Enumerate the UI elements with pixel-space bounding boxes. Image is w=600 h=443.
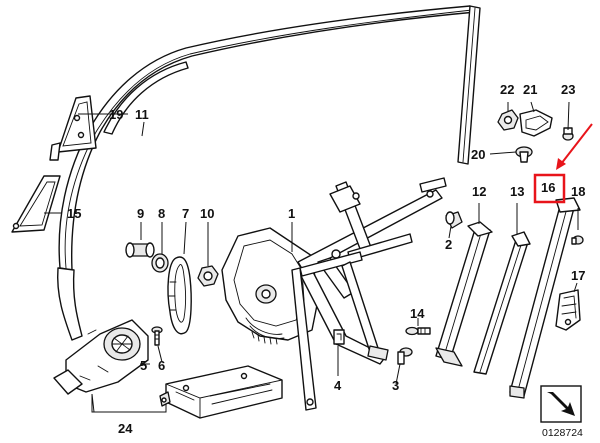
callout-6: 6: [158, 358, 165, 373]
callout-3: 3: [392, 378, 399, 393]
highlight-box-16: [533, 173, 566, 204]
callout-16: 16: [541, 180, 555, 195]
callout-2: 2: [445, 237, 452, 252]
highlight-arrow-head: [556, 158, 566, 170]
callouts: 19 11 15 9 8 7 10 1 5 6 24 4 3 14 2 12 1…: [67, 82, 585, 436]
nut[interactable]: [197, 265, 219, 287]
window-regulator[interactable]: [221, 177, 447, 411]
highlight-arrow-shaft: [560, 123, 593, 165]
callout-18: 18: [571, 184, 585, 199]
callout-7: 7: [182, 206, 189, 221]
bolt[interactable]: [405, 326, 431, 336]
highlight-annotation: [533, 123, 593, 204]
mirror-triangle-trim[interactable]: [49, 95, 97, 161]
bolt[interactable]: [397, 347, 413, 365]
callout-4: 4: [334, 378, 342, 393]
guide-rail[interactable]: [509, 197, 581, 399]
nut[interactable]: [497, 109, 519, 131]
bushing[interactable]: [125, 242, 155, 258]
guide-rail[interactable]: [473, 231, 531, 375]
callout-11: 11: [135, 107, 149, 122]
motor-control-unit-assembly[interactable]: [159, 365, 283, 419]
leader-lines: [44, 101, 579, 413]
expanding-rivet[interactable]: [515, 146, 533, 163]
belt-pulley[interactable]: [151, 253, 169, 273]
callout-1: 1: [288, 206, 295, 221]
callout-9: 9: [137, 206, 144, 221]
screw[interactable]: [151, 326, 163, 346]
callout-19: 19: [109, 107, 123, 122]
callout-10: 10: [200, 206, 214, 221]
callout-17: 17: [571, 268, 585, 283]
callout-14: 14: [410, 306, 425, 321]
cable-clip[interactable]: [333, 329, 345, 345]
callout-23: 23: [561, 82, 575, 97]
callout-20: 20: [471, 147, 485, 162]
bolt[interactable]: [562, 127, 574, 141]
callout-8: 8: [158, 206, 165, 221]
guide-rail[interactable]: [435, 221, 493, 367]
reference-badge-icon: [547, 392, 575, 416]
reference-badge[interactable]: 0128724: [540, 385, 583, 439]
reference-number: 0128724: [542, 427, 583, 439]
callout-15: 15: [67, 206, 81, 221]
callout-24: 24: [118, 421, 133, 436]
drive-belt[interactable]: [167, 256, 192, 335]
callout-5: 5: [140, 358, 147, 373]
bracket[interactable]: [519, 109, 553, 137]
callout-12: 12: [472, 184, 486, 199]
rubber-stop[interactable]: [445, 211, 463, 229]
bolt[interactable]: [571, 235, 584, 245]
guide-bracket[interactable]: [555, 289, 581, 331]
callout-21: 21: [523, 82, 537, 97]
window-channel-seal[interactable]: [56, 5, 481, 341]
corner-cover[interactable]: [11, 175, 61, 233]
callout-22: 22: [500, 82, 514, 97]
callout-13: 13: [510, 184, 524, 199]
regulator-motor[interactable]: [53, 319, 149, 395]
